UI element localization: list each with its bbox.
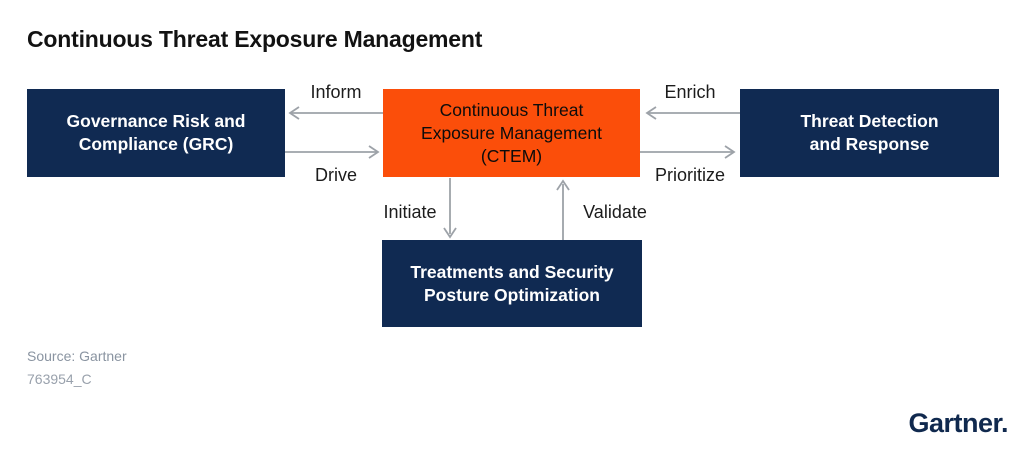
figure-id: 763954_C — [27, 371, 92, 387]
node-ctem: Continuous Threat Exposure Management (C… — [383, 89, 640, 177]
arrow-drive — [285, 145, 380, 159]
arrow-prioritize — [640, 145, 736, 159]
edge-label-prioritize: Prioritize — [654, 165, 726, 185]
page-title: Continuous Threat Exposure Management — [27, 26, 483, 52]
edge-label-drive: Drive — [314, 165, 358, 185]
edge-label-validate: Validate — [583, 202, 647, 222]
source-attribution: Source: Gartner — [27, 348, 127, 364]
edge-label-enrich: Enrich — [664, 82, 716, 102]
node-threat-detection-response: Threat Detection and Response — [740, 89, 999, 177]
arrow-validate — [556, 179, 570, 240]
arrow-initiate — [443, 178, 457, 239]
arrow-inform — [288, 106, 383, 120]
gartner-logo: Gartner. — [908, 408, 1008, 438]
arrow-enrich — [645, 106, 740, 120]
node-governance-risk-compliance: Governance Risk and Compliance (GRC) — [27, 89, 285, 177]
edge-label-initiate: Initiate — [383, 202, 437, 222]
edge-label-inform: Inform — [310, 82, 362, 102]
node-treatments-security-posture: Treatments and Security Posture Optimiza… — [382, 240, 642, 327]
